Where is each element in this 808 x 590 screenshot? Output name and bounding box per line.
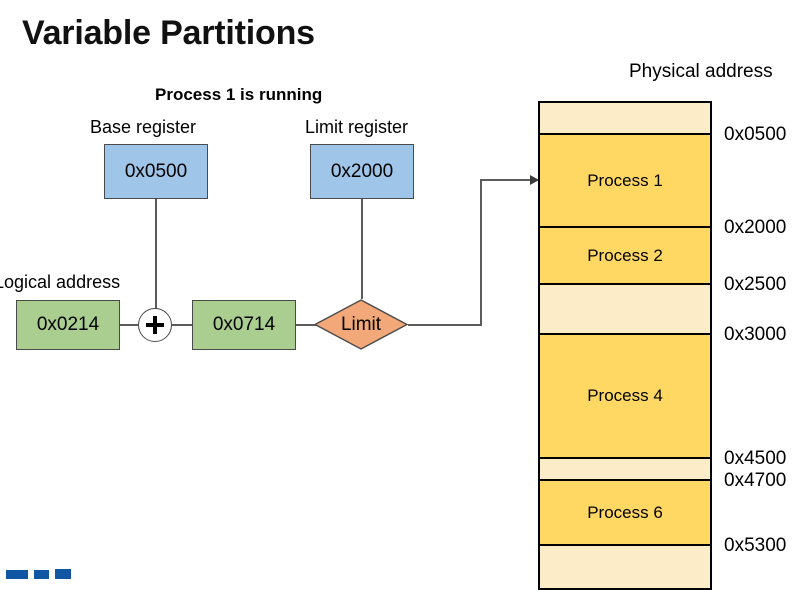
memory-block-free-0 bbox=[540, 103, 710, 135]
limit-to-check-connector bbox=[361, 199, 363, 299]
base-register-caption: Base register bbox=[90, 117, 197, 137]
memory-block-label: Process 2 bbox=[587, 245, 663, 265]
logical-address-box[interactable]: 0x0214 bbox=[16, 300, 120, 350]
logical-address-caption: Logical address bbox=[0, 272, 121, 292]
memory-block-process-6: Process 6 bbox=[540, 481, 710, 546]
check-to-memory-segment-h1 bbox=[408, 324, 482, 326]
memory-block-label: Process 4 bbox=[587, 386, 663, 405]
memory-block-process-4: Process 4 bbox=[540, 335, 710, 459]
memory-block-process-1: Process 1 bbox=[540, 135, 710, 228]
address-label-0x5300: 0x5300 bbox=[724, 535, 787, 556]
address-label-0x2500: 0x2500 bbox=[724, 274, 787, 295]
page-title: Variable Partitions bbox=[22, 14, 315, 52]
memory-block-label: Process 6 bbox=[587, 502, 663, 522]
adder-node bbox=[138, 308, 172, 342]
address-label-0x4700: 0x4700 bbox=[724, 470, 787, 491]
address-label-0x0500: 0x0500 bbox=[724, 124, 787, 145]
memory-block-label: Process 1 bbox=[587, 170, 663, 190]
physical-address-box[interactable]: 0x0714 bbox=[192, 300, 296, 350]
limit-register-box[interactable]: 0x2000 bbox=[310, 144, 414, 199]
base-register-box[interactable]: 0x0500 bbox=[104, 144, 208, 199]
memory-block-free-3 bbox=[540, 285, 710, 335]
sum-to-check-connector bbox=[296, 324, 316, 326]
memory-block-process-2: Process 2 bbox=[540, 228, 710, 285]
address-label-0x2000: 0x2000 bbox=[724, 217, 787, 238]
logo-bar-2 bbox=[34, 570, 49, 579]
memory-map: Process 1 Process 2 Process 4 Process 6 bbox=[538, 101, 712, 590]
base-to-adder-connector bbox=[155, 199, 157, 318]
check-to-memory-segment-h2 bbox=[480, 179, 536, 181]
adder-to-sum-connector bbox=[172, 324, 192, 326]
slide-canvas: Variable Partitions Process 1 is running… bbox=[0, 14, 787, 590]
logo-bar-1 bbox=[6, 570, 28, 579]
memory-pointer-arrowhead bbox=[530, 174, 539, 185]
memory-block-free-7 bbox=[540, 546, 710, 588]
memory-block-free-5 bbox=[540, 459, 710, 481]
address-label-0x4500: 0x4500 bbox=[724, 448, 787, 469]
address-label-0x3000: 0x3000 bbox=[724, 324, 787, 345]
logo-bar-3 bbox=[55, 569, 71, 579]
diamond-shape-icon bbox=[313, 299, 409, 350]
logical-to-adder-connector bbox=[120, 324, 138, 326]
limit-register-caption: Limit register bbox=[305, 117, 409, 137]
limit-check-diamond[interactable]: Limit bbox=[313, 299, 409, 350]
check-to-memory-segment-v bbox=[480, 180, 482, 326]
brand-logo bbox=[6, 563, 78, 579]
process-running-note: Process 1 is running bbox=[155, 85, 323, 104]
physical-address-title: Physical address bbox=[629, 61, 773, 82]
